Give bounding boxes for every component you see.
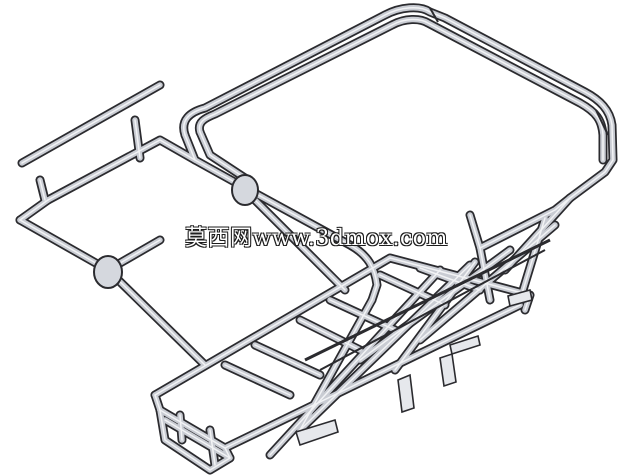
bracket-1 <box>295 418 339 447</box>
bracket-4 <box>449 334 481 356</box>
bracket-2 <box>397 373 415 414</box>
bracket-5 <box>507 289 533 307</box>
mount-disk-front <box>93 255 123 289</box>
mount-disk-rear <box>231 174 259 206</box>
bracket-3 <box>439 352 457 388</box>
